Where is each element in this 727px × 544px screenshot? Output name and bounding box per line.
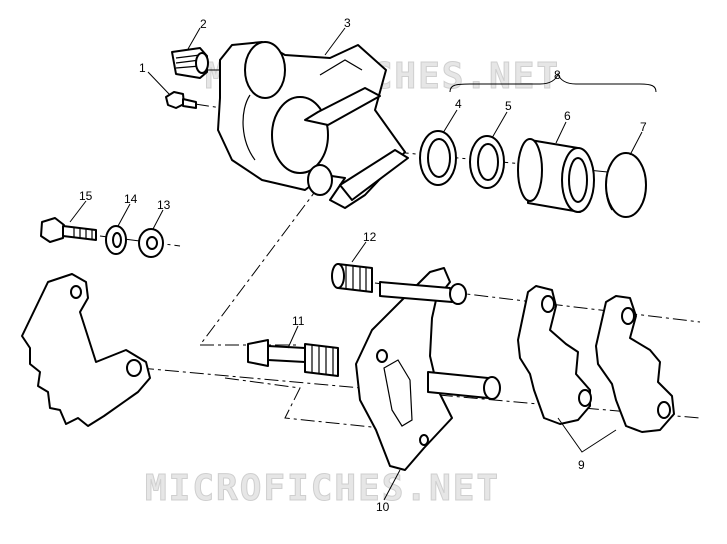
part-3-caliper-body <box>217 41 409 209</box>
callout-3: 3 <box>344 16 351 30</box>
part-15-bolt <box>40 217 97 243</box>
part-2-bleeder-cap <box>171 47 209 79</box>
callout-5: 5 <box>505 99 512 113</box>
callout-2: 2 <box>200 17 207 31</box>
part-11-guide-pin <box>247 339 339 377</box>
callout-11: 11 <box>292 314 305 328</box>
callout-9: 9 <box>578 458 585 472</box>
part-9-brake-pads <box>517 285 675 433</box>
mounting-bracket <box>21 273 151 427</box>
callout-14: 14 <box>124 192 138 206</box>
part-5-dust-seal <box>469 135 505 189</box>
part-10-caliper-bracket <box>355 267 501 471</box>
callout-7: 7 <box>640 120 647 134</box>
callout-6: 6 <box>564 109 571 123</box>
callout-15: 15 <box>79 189 93 203</box>
callout-8: 8 <box>554 68 561 82</box>
part-1-bleeder-screw <box>165 91 197 109</box>
part-14-lock-washer <box>105 225 127 255</box>
group-bracket-8 <box>449 72 657 93</box>
callout-4: 4 <box>455 97 462 111</box>
watermark-bottom: MICROFICHES.NET <box>145 468 500 509</box>
callout-10: 10 <box>376 500 390 514</box>
part-7-piston-cap <box>605 152 647 218</box>
callout-1: 1 <box>139 61 146 75</box>
part-6-piston <box>517 138 595 213</box>
part-12-spring-pin <box>331 263 373 293</box>
callout-12: 12 <box>363 230 377 244</box>
leader-lines <box>69 27 643 501</box>
part-13-washer <box>138 228 164 258</box>
callout-labels: 1 2 3 4 5 6 7 8 9 10 11 12 13 14 15 <box>79 16 647 514</box>
callout-13: 13 <box>157 198 171 212</box>
part-4-seal-ring <box>419 130 457 186</box>
